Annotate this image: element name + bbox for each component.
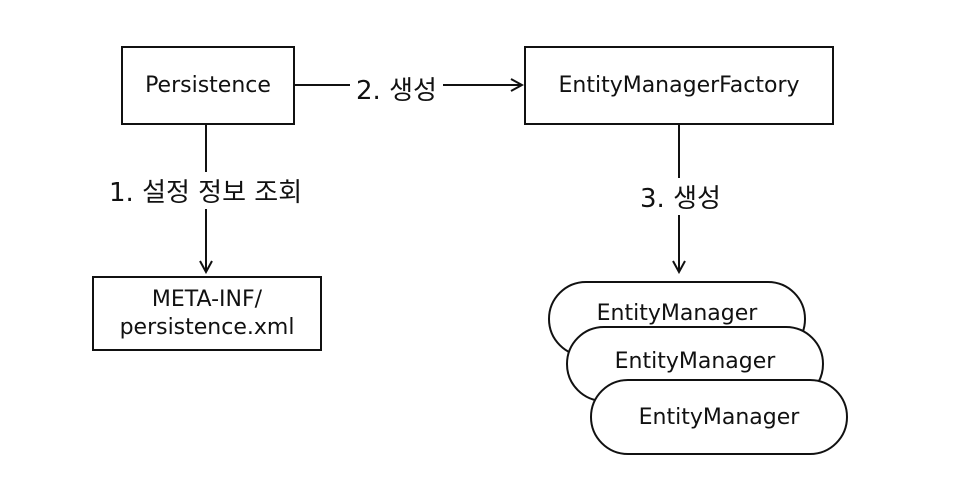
entity-manager-label: EntityManager — [638, 404, 800, 430]
entity-manager-label: EntityManager — [596, 300, 758, 326]
persistence-xml-label-line2: persistence.xml — [119, 314, 295, 340]
create-factory-label: 2. 생성 — [350, 70, 443, 107]
entity-manager-factory-label: EntityManagerFactory — [558, 72, 800, 98]
create-manager-label: 3. 생성 — [636, 178, 725, 215]
read-config-label: 1. 설정 정보 조회 — [105, 172, 307, 209]
entity-manager-label: EntityManager — [614, 348, 776, 374]
persistence-label: Persistence — [145, 72, 271, 98]
persistence-xml-node: META-INF/ persistence.xml — [92, 276, 322, 351]
persistence-node: Persistence — [121, 46, 295, 125]
entity-manager-factory-node: EntityManagerFactory — [524, 46, 834, 125]
entity-manager-node: EntityManager — [590, 379, 848, 455]
persistence-xml-label-line1: META-INF/ — [151, 286, 263, 312]
